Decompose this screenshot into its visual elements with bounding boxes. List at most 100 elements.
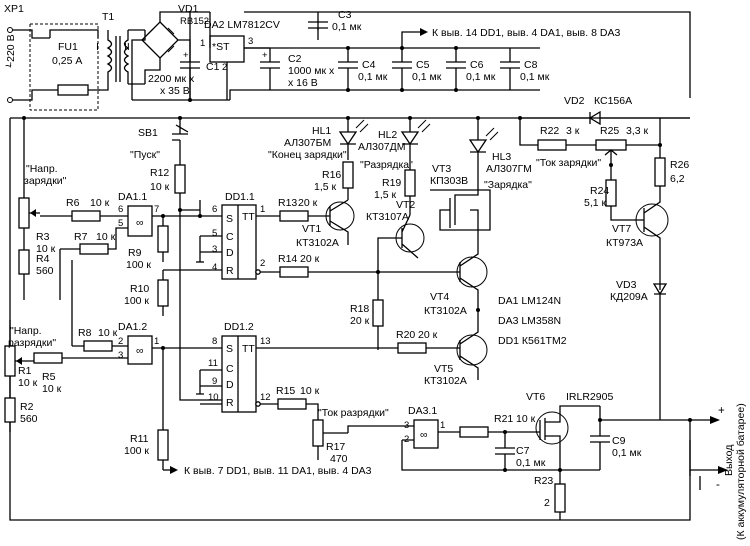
regulator-da2: DA2 LM7812CV *ST 1 2 3 <box>200 12 280 100</box>
junctions <box>22 46 692 472</box>
fu1-value: 0,25 А <box>52 55 82 67</box>
vt6-ref: VT6 <box>526 391 545 403</box>
t1-primary: I <box>96 41 99 53</box>
t1-secondary: II <box>124 41 130 53</box>
r25-ref: R25 <box>600 125 619 137</box>
da2-ref: DA2 LM7812CV <box>204 19 280 31</box>
napr-raz-2: разрядки" <box>8 337 56 349</box>
bypass-caps: C4 0,1 мк C5 0,1 мк C6 0,1 мк C8 0,1 мк <box>229 48 550 100</box>
zener-vd2: VD2 КС156А <box>520 95 690 126</box>
c2-v2: х 16 В <box>288 77 318 89</box>
sb1-label: "Пуск" <box>130 149 160 161</box>
resistor-r16: R16 1,5 к <box>314 161 354 200</box>
da12-p3: 3 <box>118 350 123 361</box>
r1-ref: R1 <box>18 365 32 377</box>
r15-value: 10 к <box>300 385 320 397</box>
r6-ref: R6 <box>66 197 80 209</box>
vd2-ref: VD2 <box>564 95 585 107</box>
resistor-r6: R6 10 к <box>40 197 120 222</box>
vt1-part: КТ3102А <box>296 237 339 249</box>
parts-da1: DA1 LM124N <box>498 295 561 307</box>
parts-dd1: DD1 К561ТМ2 <box>498 335 567 347</box>
c1-v2: х 35 В <box>160 85 190 97</box>
resistor-r15: R15 10 к <box>276 385 320 420</box>
resistor-r19: R19 1,5 к <box>374 160 416 215</box>
capacitor-c3: C3 0,1 мк <box>308 9 362 40</box>
resistor-r9: R9 100 к <box>126 216 169 271</box>
r17-value: 470 <box>330 453 348 465</box>
hl3-part: АЛ307ГМ <box>486 163 532 175</box>
led-hl1: HL1 АЛ307БМ "Конец зарядки" <box>268 118 369 161</box>
resistor-r12: R12 10 к <box>150 160 186 210</box>
ground-note-text: К выв. 7 DD1, выв. 11 DA1, выв. 4 DA3 <box>184 465 372 477</box>
vt5-ref: VT5 <box>434 363 453 375</box>
resistor-r13: R13 20 к <box>278 197 330 222</box>
dd12-c: C <box>226 363 234 375</box>
da12-p2: 2 <box>118 336 123 347</box>
r14-value: 20 к <box>300 253 320 265</box>
vt3-ref: VT3 <box>432 163 451 175</box>
sb1-ref: SB1 <box>138 127 158 139</box>
capacitor-c2: + C2 1000 мк х х 16 В <box>260 48 335 90</box>
da11-p5: 5 <box>118 218 123 229</box>
r12-value: 10 к <box>150 181 170 193</box>
mains-voltage: ~220 В <box>5 34 17 68</box>
parts-da3: DA3 LM358N <box>498 315 561 327</box>
opamp-da31: ∞ DA3.1 3 2 1 <box>347 405 600 471</box>
vt4-ref: VT4 <box>430 291 449 303</box>
c5-value: 0,1 мк <box>412 71 442 83</box>
r25-value: 3,3 к <box>626 125 649 137</box>
r13-value: 20 к <box>298 197 318 209</box>
r7-value: 10 к <box>96 231 116 243</box>
r18-ref: R18 <box>350 303 369 315</box>
c2-v1: 1000 мк х <box>288 65 335 77</box>
r9-value: 100 к <box>126 259 151 271</box>
c1-v1: 2200 мк х <box>148 73 195 85</box>
resistor-r14: R14 20 к <box>278 253 460 278</box>
tok-raz-label: "Ток разрядки" <box>318 407 389 419</box>
t1-ref: T1 <box>102 11 114 23</box>
r8-value: 10 к <box>98 327 118 339</box>
da12-sym: ∞ <box>136 345 144 357</box>
sb1-bus <box>179 200 240 401</box>
c3-ref: C3 <box>338 9 352 21</box>
resistor-r22: R22 3 к <box>519 118 596 151</box>
c4-value: 0,1 мк <box>358 71 388 83</box>
vd1-part: RB152 <box>180 16 209 27</box>
pot-r1: "Напр. разрядки" R1 10 к <box>4 320 56 390</box>
r24-value: 5,1 к <box>584 197 607 209</box>
output-label1: Выход <box>723 445 735 476</box>
transformer-t1: T1 I II <box>96 11 145 85</box>
dd11-p5: 5 <box>212 228 217 239</box>
c6-value: 0,1 мк <box>466 71 496 83</box>
da12-ref: DA1.2 <box>118 321 147 333</box>
r22-value: 3 к <box>566 125 580 137</box>
dd11-tt: TT <box>242 211 255 223</box>
resistor-r24: R24 5,1 к <box>584 165 630 221</box>
pot-r25: R25 3,3 к "Ток зарядки" <box>536 118 661 169</box>
hl1-part: АЛ307БМ <box>284 137 331 149</box>
r23-ref: R23 <box>534 475 553 487</box>
vt2-part: КТ3107А <box>366 211 409 223</box>
dd12-tt: TT <box>242 343 255 355</box>
da11-p7: 7 <box>154 204 159 215</box>
dd11-d: D <box>226 247 234 259</box>
vd1-ref: VD1 <box>178 3 199 15</box>
da2-label: *ST <box>212 41 230 53</box>
vt6-part: IRLR2905 <box>566 391 613 403</box>
r6-value: 10 к <box>90 197 110 209</box>
dd11-p6: 6 <box>212 204 217 215</box>
transistor-vt2: VT2 КТ3107А <box>366 199 425 300</box>
transistor-vt7: VT7 КТ973А <box>606 200 669 290</box>
r12-ref: R12 <box>150 167 169 179</box>
dd12-d: D <box>226 379 234 391</box>
r21-ref: R21 <box>494 413 513 425</box>
dd12-ref: DD1.2 <box>224 321 254 333</box>
da2-pin2: 2 <box>222 62 227 73</box>
dd11-p3: 3 <box>212 244 217 255</box>
hl2-ref: HL2 <box>378 129 397 141</box>
r23-value: 2 <box>544 497 550 509</box>
c5-ref: C5 <box>416 59 430 71</box>
dd11-s: S <box>226 213 233 225</box>
